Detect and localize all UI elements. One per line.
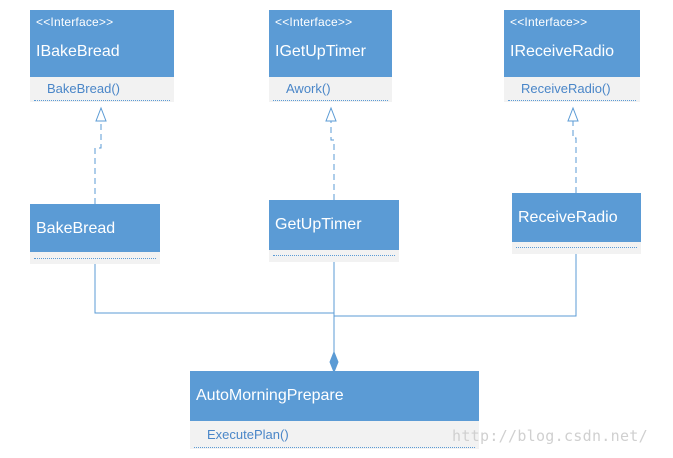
class-automorningprepare: AutoMorningPrepare ExecutePlan() (190, 371, 479, 449)
realization-line-receiveradio (572, 121, 577, 193)
compartment-divider (508, 100, 636, 101)
class-receiveradio-header: ReceiveRadio (512, 193, 641, 242)
class-name: BakeBread (36, 220, 116, 237)
class-name: GetUpTimer (275, 216, 362, 233)
realization-arrowhead-ibakebread (95, 106, 107, 122)
compartment-divider (516, 247, 637, 248)
stereotype-label: <<Interface>> (275, 15, 353, 29)
interface-name: IGetUpTimer (275, 43, 366, 60)
compartment-divider (273, 100, 388, 101)
interface-ibakebread: <<Interface>> IBakeBread BakeBread() (30, 10, 174, 102)
class-getuptimer-header: GetUpTimer (269, 200, 399, 250)
interface-ireceiveradio-header: <<Interface>> IReceiveRadio (504, 10, 640, 77)
operation-label: BakeBread() (47, 81, 120, 96)
interface-igetuptimer-operations: Awork() (269, 77, 392, 102)
compartment-divider (34, 100, 170, 101)
class-receiveradio: ReceiveRadio (512, 193, 641, 254)
stereotype-label: <<Interface>> (36, 15, 114, 29)
watermark-text: http://blog.csdn.net/ (452, 427, 648, 445)
class-automorningprepare-operations: ExecutePlan() (190, 421, 479, 449)
compartment-divider (34, 258, 156, 259)
aggregation-line-receiveradio (334, 254, 577, 317)
realization-arrowhead-ireceiveradio (567, 106, 579, 122)
interface-ibakebread-header: <<Interface>> IBakeBread (30, 10, 174, 77)
class-getuptimer: GetUpTimer (269, 200, 399, 262)
interface-igetuptimer: <<Interface>> IGetUpTimer Awork() (269, 10, 392, 102)
interface-ibakebread-operations: BakeBread() (30, 77, 174, 102)
operation-label: ReceiveRadio() (521, 81, 611, 96)
class-bakebread: BakeBread (30, 204, 160, 264)
class-getuptimer-operations (269, 250, 399, 262)
class-receiveradio-operations (512, 242, 641, 254)
stereotype-label: <<Interface>> (510, 15, 588, 29)
class-bakebread-operations (30, 252, 160, 264)
compartment-divider (273, 255, 395, 256)
class-bakebread-header: BakeBread (30, 204, 160, 252)
interface-ireceiveradio: <<Interface>> IReceiveRadio ReceiveRadio… (504, 10, 640, 102)
operation-label: ExecutePlan() (207, 427, 289, 442)
class-name: ReceiveRadio (518, 209, 618, 226)
operation-label: Awork() (286, 81, 331, 96)
interface-name: IReceiveRadio (510, 43, 615, 60)
realization-line-bakebread (94, 121, 102, 204)
realization-arrowhead-igetuptimer (325, 106, 337, 122)
interface-igetuptimer-header: <<Interface>> IGetUpTimer (269, 10, 392, 77)
aggregation-diamond (329, 350, 339, 374)
interface-name: IBakeBread (36, 43, 120, 60)
realization-line-getuptimer (330, 121, 335, 200)
aggregation-line-bakebread (94, 264, 334, 314)
interface-ireceiveradio-operations: ReceiveRadio() (504, 77, 640, 102)
class-name: AutoMorningPrepare (196, 387, 344, 404)
compartment-divider (194, 447, 475, 448)
class-automorningprepare-header: AutoMorningPrepare (190, 371, 479, 421)
